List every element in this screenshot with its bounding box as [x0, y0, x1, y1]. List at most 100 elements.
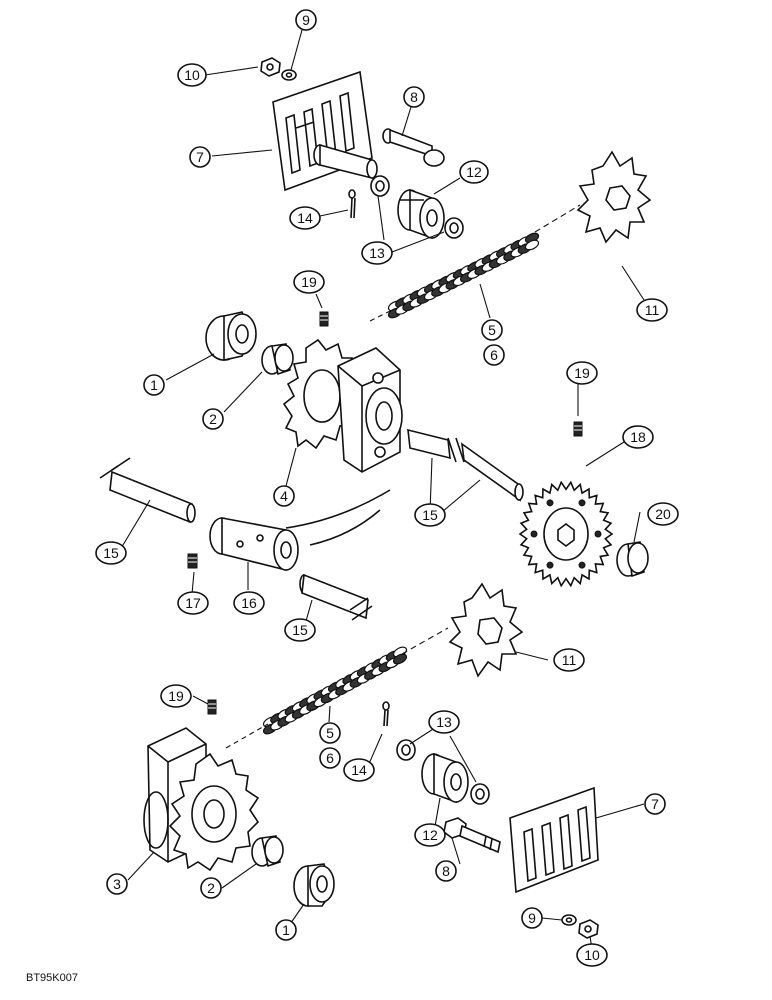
callout-5-lower: 5 [319, 722, 341, 744]
upper-hub [205, 311, 257, 361]
large-sprocket-bolt-hole [530, 530, 538, 538]
callout-4: 4 [273, 485, 295, 507]
lower-right-sprocket [448, 582, 524, 678]
upper-chain [387, 232, 540, 319]
callout-15-lower: 15 [284, 618, 316, 642]
callout-5-upper: 5 [481, 319, 503, 341]
lower-nut [578, 919, 599, 939]
large-sprocket-bolt-hole [578, 499, 586, 507]
callout-20: 20 [647, 502, 679, 526]
coupling-set-screw [187, 553, 198, 569]
callout-8-upper: 8 [403, 86, 425, 108]
callout-13-upper: 13 [361, 241, 393, 265]
callout-2-lower: 2 [200, 877, 222, 899]
figure-code: BT95K007 [26, 972, 78, 984]
callout-12-lower: 12 [414, 823, 446, 847]
svg-text:15: 15 [103, 545, 119, 561]
svg-text:12: 12 [466, 164, 482, 180]
upper-cotter-pin [348, 189, 356, 219]
upper-idler-washer-a [370, 175, 390, 197]
callout-14-upper: 14 [289, 206, 321, 230]
callout-7-lower: 7 [644, 793, 666, 815]
lower-idler-washer-b [470, 783, 490, 805]
lower-bushing [251, 835, 284, 868]
svg-text:3: 3 [113, 876, 121, 892]
svg-text:2: 2 [209, 411, 217, 427]
lower-set-screw [207, 699, 217, 715]
lower-shaft [299, 573, 373, 621]
svg-text:8: 8 [442, 863, 450, 879]
svg-text:16: 16 [241, 595, 257, 611]
large-sprocket-bolt-hole [546, 561, 554, 569]
upper-right-sprocket [576, 150, 652, 244]
parts-drawing [99, 57, 652, 939]
svg-text:6: 6 [490, 347, 498, 363]
svg-text:14: 14 [351, 762, 367, 778]
svg-text:5: 5 [488, 322, 496, 338]
svg-text:19: 19 [574, 365, 590, 381]
svg-text:9: 9 [528, 910, 536, 926]
upper-plate-shaft [313, 143, 378, 180]
callout-9-lower: 9 [521, 907, 543, 929]
leader-lines [119, 29, 645, 951]
upper-bolt [382, 128, 445, 167]
callout-19-lower: 19 [160, 684, 192, 708]
svg-text:7: 7 [651, 796, 659, 812]
callout-10-upper: 10 [177, 63, 207, 87]
callout-6-lower: 6 [319, 747, 341, 769]
lower-plate [509, 786, 599, 894]
left-shaft [99, 457, 196, 524]
lower-large-sprocket [168, 752, 260, 872]
upper-nut [260, 57, 281, 77]
callout-1-lower: 1 [275, 919, 297, 941]
svg-text:9: 9 [302, 12, 310, 28]
svg-text:11: 11 [562, 652, 577, 668]
svg-text:1: 1 [150, 377, 158, 393]
lower-chain [262, 646, 408, 735]
svg-text:15: 15 [422, 507, 438, 523]
callout-11-lower: 11 [553, 648, 585, 672]
callout-15-left: 15 [95, 541, 127, 565]
bearing-block [337, 347, 403, 473]
lower-washer [561, 914, 577, 926]
callout-8-lower: 8 [435, 860, 457, 882]
lower-idler-washer-a [396, 739, 416, 761]
svg-text:12: 12 [422, 827, 438, 843]
svg-text:18: 18 [630, 429, 646, 445]
svg-text:8: 8 [410, 89, 418, 105]
callout-15-right: 15 [414, 503, 446, 527]
upper-bushing [261, 343, 294, 376]
upper-set-screw [319, 311, 329, 327]
svg-text:1: 1 [282, 922, 290, 938]
svg-text:10: 10 [184, 67, 200, 83]
coupling [209, 517, 299, 572]
callout-2-upper: 2 [202, 408, 224, 430]
collar [616, 541, 649, 578]
large-sprocket-bore [557, 523, 575, 547]
svg-text:2: 2 [207, 880, 215, 896]
lower-idler [421, 752, 469, 804]
upper-washer [281, 69, 297, 81]
svg-text:20: 20 [655, 506, 671, 522]
svg-text:13: 13 [436, 714, 452, 730]
callout-3: 3 [106, 873, 128, 895]
lower-hub [293, 863, 335, 907]
callout-19-upper: 19 [293, 270, 325, 294]
callout-19-right: 19 [566, 361, 598, 385]
svg-text:5: 5 [326, 725, 334, 741]
large-sprocket [518, 480, 614, 588]
callout-9-upper: 9 [295, 9, 317, 31]
callout-11-upper: 11 [636, 298, 668, 322]
callout-6-upper: 6 [483, 344, 505, 366]
callouts: 10 9 8 7 12 14 13 11 19 5 6 1 2 4 19 18 … [95, 9, 679, 967]
callout-17: 17 [177, 591, 209, 615]
large-sprocket-bolt-hole [578, 561, 586, 569]
svg-text:19: 19 [168, 688, 184, 704]
svg-text:6: 6 [326, 750, 334, 766]
large-sprocket-hub [543, 507, 589, 561]
lower-cotter-pin [382, 701, 390, 727]
svg-text:15: 15 [292, 622, 308, 638]
callout-7-upper: 7 [189, 146, 211, 168]
svg-text:10: 10 [584, 947, 600, 963]
